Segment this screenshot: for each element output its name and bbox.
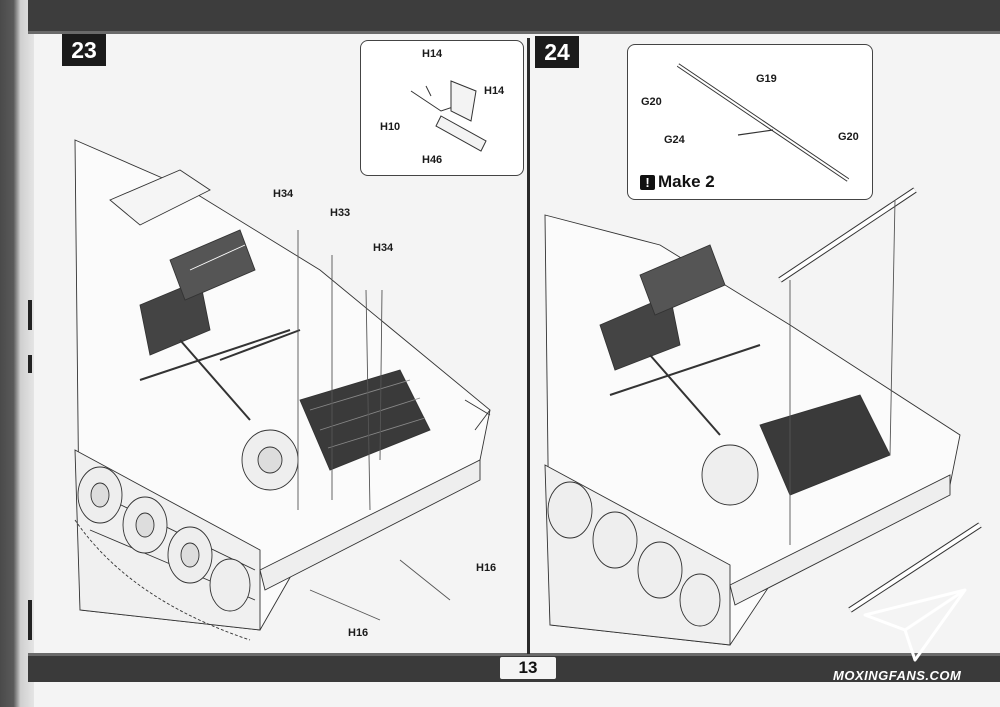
step-24-number: 24 xyxy=(535,36,579,68)
make-2-note: ! Make 2 xyxy=(640,172,715,192)
spine-mark xyxy=(28,600,32,640)
label-h16-a: H16 xyxy=(476,562,497,574)
step-23-number: 23 xyxy=(62,34,106,66)
make-2-text: Make 2 xyxy=(658,172,715,191)
inset-rod-drawing xyxy=(676,63,850,182)
watermark-text: MOXINGFANS.COM xyxy=(833,668,962,683)
paper-plane-logo-icon xyxy=(863,588,967,662)
label-g20-b: G20 xyxy=(838,131,859,143)
step-23-inset xyxy=(360,40,524,176)
warning-icon: ! xyxy=(640,174,655,190)
label-h14-top: H14 xyxy=(422,48,443,60)
label-h10: H10 xyxy=(380,121,401,133)
label-h33: H33 xyxy=(330,207,351,219)
label-h16-b: H16 xyxy=(348,627,369,639)
label-h34-b: H34 xyxy=(373,242,394,254)
page-number: 13 xyxy=(500,657,556,679)
label-g24: G24 xyxy=(664,134,685,146)
step-24-hull-drawing xyxy=(544,187,982,646)
inset-part-drawing xyxy=(410,80,487,152)
step-24-inset xyxy=(627,44,873,200)
spine-mark xyxy=(28,355,32,373)
top-bar xyxy=(28,0,1000,34)
label-h14-right: H14 xyxy=(484,85,505,97)
label-h46: H46 xyxy=(422,154,443,166)
step-23-hull-drawing xyxy=(74,139,491,641)
label-g19: G19 xyxy=(756,73,777,85)
binding-spine xyxy=(0,0,34,707)
label-h34-a: H34 xyxy=(273,188,294,200)
spine-mark xyxy=(28,300,32,330)
label-g20-a: G20 xyxy=(641,96,662,108)
step-divider xyxy=(527,38,530,654)
